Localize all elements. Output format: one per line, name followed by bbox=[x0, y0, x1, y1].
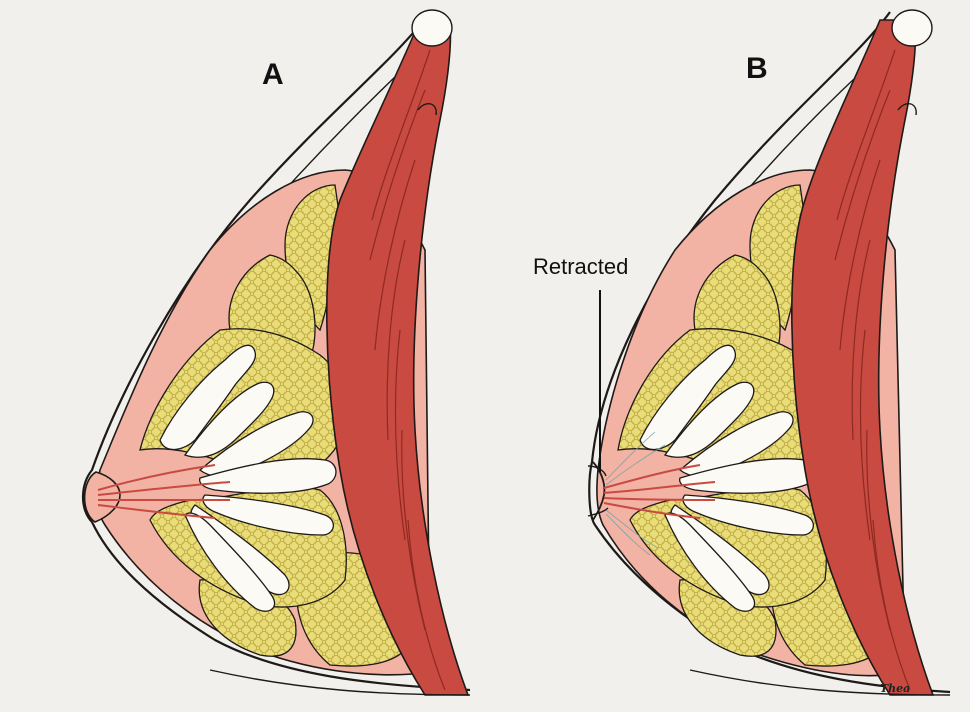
chest-wall-b bbox=[689, 669, 951, 696]
chest-wall-a bbox=[209, 669, 471, 696]
skin-outline-b bbox=[588, 11, 951, 694]
nipple-notch-lower-b bbox=[587, 507, 609, 517]
duct-lobule-a-1 bbox=[159, 344, 257, 451]
duct-lobule-b-5 bbox=[682, 494, 814, 536]
panel-label-b: B bbox=[746, 52, 768, 85]
panel-a bbox=[81, 9, 471, 696]
fibrous-strands-b bbox=[605, 431, 666, 556]
duct-lobule-a-2 bbox=[183, 381, 275, 458]
rib-b bbox=[891, 9, 933, 47]
panel-b bbox=[587, 9, 951, 696]
clavicle-curve-b bbox=[897, 103, 917, 116]
lactiferous-ducts-b bbox=[603, 464, 716, 519]
skin-outline-a bbox=[81, 11, 471, 692]
retracted-callout-label: Retracted bbox=[533, 254, 629, 279]
duct-lobule-a-7 bbox=[184, 512, 276, 612]
panel-label-a: A bbox=[262, 58, 284, 91]
duct-lobule-b-1 bbox=[639, 344, 737, 451]
muscle-striations-a bbox=[369, 49, 446, 691]
lactiferous-ducts-a bbox=[97, 464, 231, 519]
artist-signature: Thea bbox=[880, 682, 911, 695]
duct-lobule-b-7 bbox=[664, 512, 756, 612]
nipple-a bbox=[83, 471, 121, 523]
duct-lobule-a-5 bbox=[202, 494, 334, 536]
duct-lobule-b-2 bbox=[663, 381, 755, 458]
rib-a bbox=[411, 9, 453, 47]
clavicle-curve-a bbox=[417, 103, 437, 116]
muscle-striations-b bbox=[834, 49, 911, 691]
duct-lobule-a-4 bbox=[199, 458, 337, 494]
